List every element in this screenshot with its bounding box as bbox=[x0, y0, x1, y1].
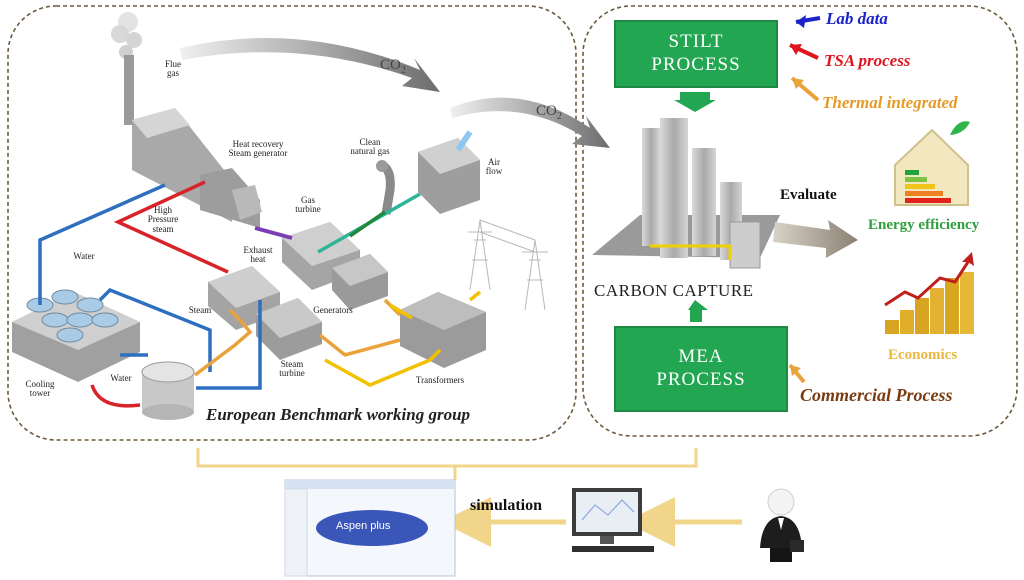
economics-icon bbox=[884, 252, 974, 334]
water-pipes bbox=[38, 183, 262, 390]
exhaust-heat-label: Exhaust heat bbox=[243, 245, 273, 265]
mea-process-box: MEA PROCESS bbox=[614, 326, 788, 412]
water-tank bbox=[141, 361, 195, 420]
flue-gas-label: Flue gas bbox=[164, 59, 181, 79]
aspen-window bbox=[284, 479, 456, 577]
power-pylons bbox=[468, 219, 548, 311]
energy-efficiency-label: Energy efficiency bbox=[868, 217, 980, 233]
co2-arrow-2 bbox=[450, 97, 610, 148]
water-bottom-label: Water bbox=[110, 373, 132, 383]
commercial-process-label: Commercial Process bbox=[800, 385, 953, 405]
steam-turbine-label: Steam turbine bbox=[279, 359, 305, 379]
mea-process-label: MEA PROCESS bbox=[656, 346, 746, 390]
gas-turbine-label: Gas turbine bbox=[295, 195, 321, 215]
clean-gas-label: Clean natural gas bbox=[350, 137, 390, 157]
user-icon bbox=[760, 488, 804, 562]
stilt-down-arrow bbox=[674, 92, 716, 112]
co2-label-1: CO2 bbox=[380, 57, 406, 76]
mea-up-arrow bbox=[688, 300, 708, 322]
generators-label: Generators bbox=[313, 305, 353, 315]
evaluate-label: Evaluate bbox=[780, 187, 837, 203]
right-panel-border bbox=[582, 5, 1018, 437]
power-lines bbox=[324, 290, 482, 387]
simulation-label: simulation bbox=[470, 497, 543, 514]
aspen-plus-label: Aspen plus bbox=[336, 520, 391, 532]
carbon-capture-label: CARBON CAPTURE bbox=[594, 281, 754, 300]
co2-arrow-1 bbox=[180, 37, 440, 92]
cooling-tower bbox=[12, 289, 140, 382]
lab-data-label: Lab data bbox=[826, 9, 888, 28]
evaluate-arrow bbox=[773, 220, 858, 258]
stilt-process-box: STILT PROCESS bbox=[614, 20, 778, 88]
smoke-cloud bbox=[111, 12, 142, 59]
steam-pipes-red bbox=[90, 180, 229, 408]
carbon-capture-plant bbox=[592, 118, 780, 269]
hrsg-block bbox=[132, 108, 262, 228]
gas-turbine bbox=[282, 222, 388, 310]
tsa-process-label: TSA process bbox=[824, 51, 911, 70]
computer-icon bbox=[572, 488, 654, 552]
transformers-label: Transformers bbox=[415, 375, 465, 385]
economics-label: Economics bbox=[888, 347, 958, 363]
high-pressure-steam-label: High Pressure steam bbox=[147, 205, 179, 234]
steam-label: Steam bbox=[188, 305, 212, 315]
bottom-connector bbox=[196, 448, 698, 480]
air-flow-label: Air flow bbox=[485, 157, 503, 177]
left-panel-border bbox=[7, 5, 577, 441]
steam-turbine bbox=[208, 266, 322, 360]
transformers bbox=[400, 292, 486, 368]
left-panel-caption: European Benchmark working group bbox=[206, 405, 471, 424]
cooling-tower-label: Cooling tower bbox=[25, 379, 55, 399]
purple-pipe bbox=[254, 226, 293, 240]
hrsg-label: Heat recovery Steam generator bbox=[228, 139, 288, 159]
green-pipe bbox=[349, 210, 386, 238]
water-top-label: Water bbox=[73, 251, 95, 261]
air-filter bbox=[418, 138, 480, 214]
stilt-process-label: STILT PROCESS bbox=[651, 31, 741, 75]
energy-efficiency-icon bbox=[894, 121, 970, 206]
thermal-integrated-label: Thermal integrated bbox=[822, 93, 958, 112]
co2-label-2: CO2 bbox=[536, 103, 562, 122]
